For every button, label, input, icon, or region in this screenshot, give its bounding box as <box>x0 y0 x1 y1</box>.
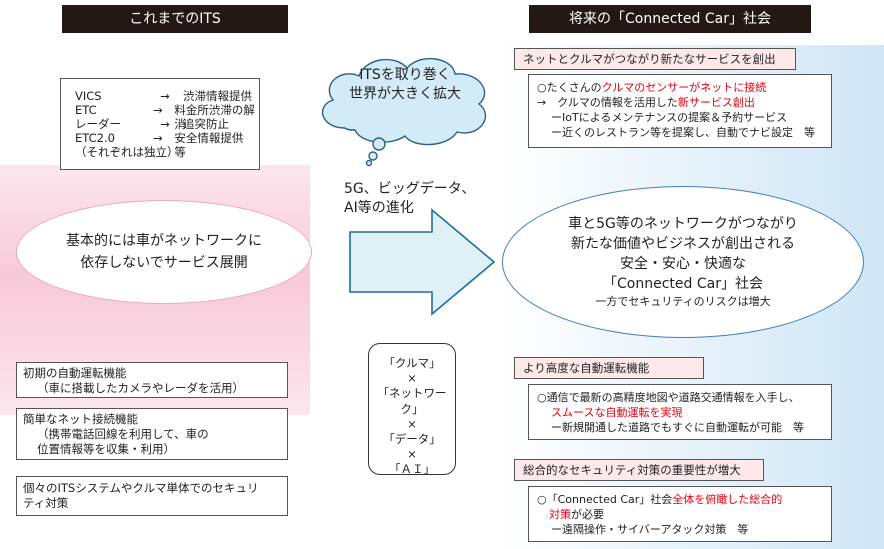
panel-line: ー近くのレストラン等を提案し、自動でナビ設定 等 <box>551 126 815 139</box>
element-ai: 「ＡＩ」 <box>389 462 435 477</box>
service-name: VICS <box>75 89 102 103</box>
progress-text: 5G、ビッグデータ、 AI等の進化 <box>344 180 475 218</box>
element-car: 「クルマ」 <box>383 356 441 370</box>
panel-advanced-autonomous-body: ○通信で最新の高精度地図や道路交通情報を入手し、 スムースな自動運転を実現 ー新… <box>528 384 832 440</box>
panel-line: → クルマの情報を活用した新サービス創出 <box>537 96 755 109</box>
box-text-line: 位置情報等を収集・利用） <box>37 442 175 456</box>
panel-line: ○たくさんのクルマのセンサーがネットに接続 <box>537 81 767 94</box>
panel-new-services-body: ○たくさんのクルマのセンサーがネットに接続 → クルマの情報を活用した新サービス… <box>528 74 832 148</box>
individual-security-box: 個々のITSシステムやクルマ単体でのセキュリ ティ対策 <box>16 476 288 516</box>
early-autonomous-box: 初期の自動運転機能 （車に搭載したカメラやレーダを活用） <box>16 362 288 398</box>
panel-line: スムースな自動運転を実現 <box>551 406 683 419</box>
ellipse-text-line: 基本的には車がネットワークに <box>66 233 262 249</box>
simple-connection-box: 簡単なネット接続機能 （携帯電話回線を利用して、車の 位置情報等を収集・利用） <box>16 408 288 460</box>
header-past-its: これまでのITS <box>62 5 288 33</box>
service-effect: 追突防止 <box>183 117 229 131</box>
progress-text-line: 5G、ビッグデータ、 <box>344 181 476 197</box>
key-elements-box: 「クルマ」 × 「ネットワーク」 × 「データ」 × 「ＡＩ」 <box>368 343 456 477</box>
box-text-line: 初期の自動運転機能 <box>23 366 127 380</box>
box-text-line: （携帯電話回線を利用して、車の <box>37 427 209 441</box>
service-row: ETC2.0 → 安全情報提供 等 <box>75 131 259 159</box>
ellipse-text-line: 安全・安心・快適な <box>620 256 746 272</box>
service-effect: 渋滞情報提供 <box>183 89 252 103</box>
box-text-line: （車に搭載したカメラやレーダを活用） <box>37 381 244 395</box>
past-services-box: VICS → 渋滞情報提供 ETC → 料金所渋滞の解消 レーダー → 追突防止 ETC2.… <box>60 78 260 170</box>
past-summary-ellipse: 基本的には車がネットワークに 依存しないでサービス展開 <box>16 200 312 304</box>
multiply-icon: × <box>407 416 417 431</box>
element-data: 「データ」 <box>383 432 441 447</box>
panel-line: ○通信で最新の高精度地図や道路交通情報を入手し、 <box>537 391 800 404</box>
ellipse-text-line: 車と5G等のネットワークがつながり <box>568 216 798 232</box>
arrow-right-icon: → <box>152 131 163 145</box>
panel-line: ー新規開通した道路でもすぐに自動運転が可能 等 <box>551 421 804 434</box>
cloud-text-line: ITSを取り巻く <box>359 67 451 83</box>
panel-security-title: 総合的なセキュリティ対策の重要性が増大 <box>514 459 764 481</box>
cloud-text-line: 世界が大きく拡大 <box>349 86 461 102</box>
ellipse-text-line: 依存しないでサービス展開 <box>80 255 248 271</box>
panel-line: ー遠隔操作・サイバーアタック対策 等 <box>551 523 749 536</box>
panel-advanced-autonomous-title: より高度な自動運転機能 <box>514 357 704 379</box>
progress-text-line: AI等の進化 <box>344 200 414 216</box>
service-row: レーダー → 追突防止 <box>75 117 259 131</box>
transition-arrow-icon <box>349 208 496 316</box>
header-future-connected-car: 将来の「Connected Car」社会 <box>529 5 811 33</box>
element-network: 「ネットワーク」 <box>377 386 447 416</box>
multiply-icon: × <box>407 371 417 386</box>
service-name: レーダー <box>75 117 121 131</box>
ellipse-text-line: 「Connected Car」社会 <box>603 276 763 292</box>
service-name: ETC <box>75 103 97 117</box>
panel-new-services-title: ネットとクルマがつながり新たなサービスを創出 <box>514 48 796 70</box>
service-name: ETC2.0 <box>75 131 115 145</box>
box-text-line: 簡単なネット接続機能 <box>23 412 138 426</box>
box-text-line: ティ対策 <box>23 496 69 510</box>
panel-line: ーIoTによるメンテナンスの提案＆予約サービス <box>551 111 788 124</box>
service-row: ETC → 料金所渋滞の解消 <box>75 103 259 131</box>
cloud-bubble-medium <box>368 151 378 161</box>
service-effect: 料金所渋滞の解消 <box>174 103 255 131</box>
box-text-line: 個々のITSシステムやクルマ単体でのセキュリ <box>23 481 259 495</box>
cloud-bubble-small <box>365 159 373 167</box>
panel-line: 対策が必要 <box>549 508 604 521</box>
ellipse-text-line: 新たな価値やビジネスが創出される <box>571 236 795 252</box>
panel-line: ○「Connected Car」社会全体を俯瞰した総合的 <box>537 493 783 506</box>
ellipse-text-line: 一方でセキュリティのリスクは増大 <box>595 295 771 308</box>
service-row: VICS → 渋滞情報提供 <box>75 89 259 103</box>
service-note: （それぞれは独立） <box>75 145 179 159</box>
cloud-shape <box>321 57 486 146</box>
cloud-bubble-large <box>372 137 386 151</box>
arrow-right-icon: → <box>152 103 163 117</box>
panel-security-body: ○「Connected Car」社会全体を俯瞰した総合的 対策が必要 ー遠隔操作… <box>528 486 832 542</box>
multiply-icon: × <box>407 447 417 462</box>
thought-cloud <box>321 57 486 167</box>
arrow-right-icon: → <box>160 117 170 131</box>
cloud-text: ITSを取り巻く 世界が大きく拡大 <box>325 66 485 104</box>
arrow-right-icon: → <box>160 89 170 103</box>
service-effect: 安全情報提供 等 <box>174 131 255 159</box>
future-summary-ellipse: 車と5G等のネットワークがつながり 新たな価値やビジネスが創出される 安全・安心… <box>502 186 864 338</box>
